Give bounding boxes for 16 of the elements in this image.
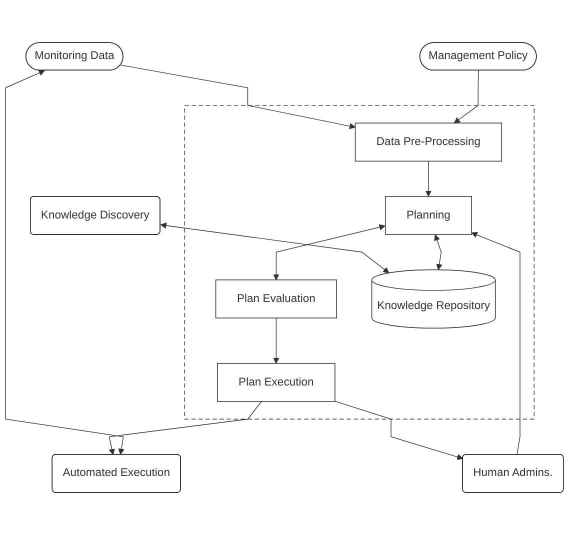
arrow <box>5 70 124 456</box>
arrow <box>120 65 356 130</box>
node-box: Plan Execution <box>217 363 336 402</box>
arrow <box>434 234 442 270</box>
arrow <box>108 402 262 456</box>
arrow <box>425 161 432 198</box>
cluster <box>184 106 534 420</box>
node-box: Planning <box>384 196 472 236</box>
node-box: Plan Evaluation <box>215 280 337 319</box>
arrow <box>273 318 280 364</box>
arrow <box>160 222 390 274</box>
arrow <box>454 70 479 124</box>
arrow <box>471 232 520 456</box>
arrow <box>334 401 464 460</box>
node-box: Data Pre-Processing <box>354 123 502 162</box>
arrow <box>273 224 386 281</box>
